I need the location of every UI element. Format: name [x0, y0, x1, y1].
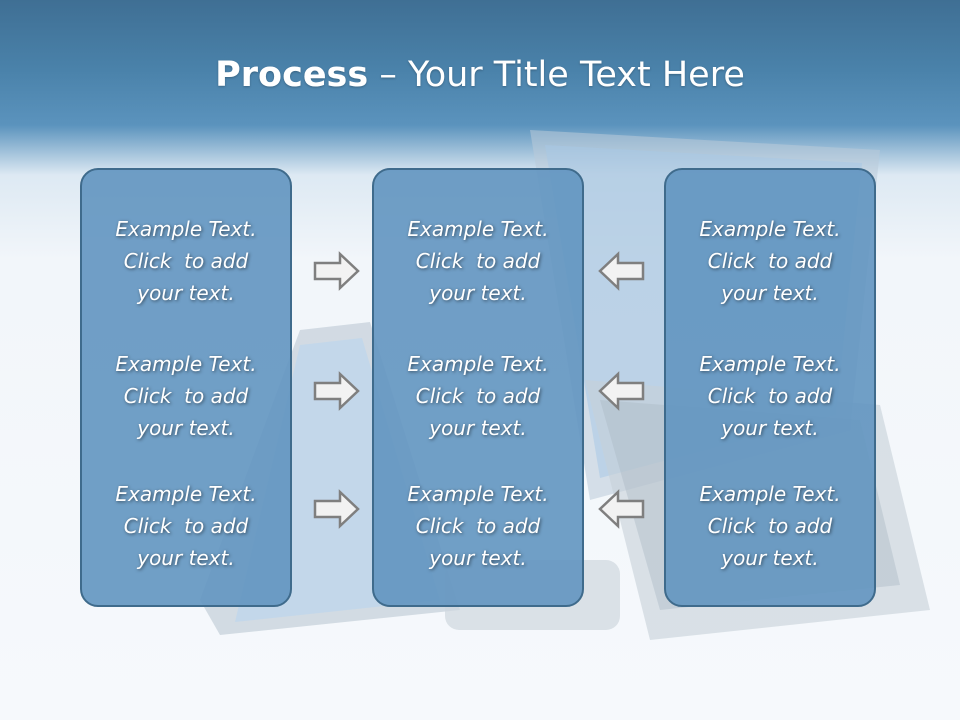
text-line: Click to add — [707, 249, 833, 273]
text-line: Example Text. — [407, 482, 549, 506]
text-placeholder[interactable]: Example Text. Click to add your text. — [82, 213, 290, 309]
text-line: Example Text. — [699, 482, 841, 506]
slide-title: Process – Your Title Text Here — [0, 52, 960, 98]
text-line: Example Text. — [115, 217, 257, 241]
text-line: your text. — [137, 281, 235, 305]
text-line: Click to add — [415, 514, 541, 538]
text-placeholder[interactable]: Example Text. Click to add your text. — [374, 478, 582, 574]
text-line: your text. — [721, 416, 819, 440]
arrow-left-icon — [598, 251, 645, 291]
text-line: Click to add — [415, 249, 541, 273]
arrow-right-icon — [313, 251, 360, 291]
title-bold-text: Process — [215, 55, 369, 95]
process-box-center[interactable]: Example Text. Click to add your text. Ex… — [372, 168, 584, 607]
process-box-left[interactable]: Example Text. Click to add your text. Ex… — [80, 168, 292, 607]
text-line: Click to add — [123, 384, 249, 408]
arrow-right-icon — [313, 371, 360, 411]
text-line: your text. — [137, 416, 235, 440]
text-line: your text. — [137, 546, 235, 570]
text-line: Click to add — [707, 384, 833, 408]
text-line: Example Text. — [407, 217, 549, 241]
title-rest-text: – Your Title Text Here — [368, 55, 745, 95]
text-line: Example Text. — [699, 217, 841, 241]
text-line: your text. — [429, 546, 527, 570]
text-line: your text. — [429, 416, 527, 440]
text-line: Example Text. — [699, 352, 841, 376]
text-line: Click to add — [123, 514, 249, 538]
arrow-left-icon — [598, 489, 645, 529]
text-line: Click to add — [415, 384, 541, 408]
text-placeholder[interactable]: Example Text. Click to add your text. — [374, 213, 582, 309]
text-line: Click to add — [123, 249, 249, 273]
text-line: Example Text. — [115, 352, 257, 376]
text-line: Example Text. — [115, 482, 257, 506]
text-placeholder[interactable]: Example Text. Click to add your text. — [374, 348, 582, 444]
text-line: Example Text. — [407, 352, 549, 376]
process-box-right[interactable]: Example Text. Click to add your text. Ex… — [664, 168, 876, 607]
text-line: your text. — [721, 546, 819, 570]
text-placeholder[interactable]: Example Text. Click to add your text. — [82, 348, 290, 444]
text-placeholder[interactable]: Example Text. Click to add your text. — [666, 478, 874, 574]
text-line: Click to add — [707, 514, 833, 538]
arrow-left-icon — [598, 371, 645, 411]
arrow-right-icon — [313, 489, 360, 529]
text-placeholder[interactable]: Example Text. Click to add your text. — [666, 213, 874, 309]
text-line: your text. — [721, 281, 819, 305]
text-line: your text. — [429, 281, 527, 305]
text-placeholder[interactable]: Example Text. Click to add your text. — [666, 348, 874, 444]
text-placeholder[interactable]: Example Text. Click to add your text. — [82, 478, 290, 574]
